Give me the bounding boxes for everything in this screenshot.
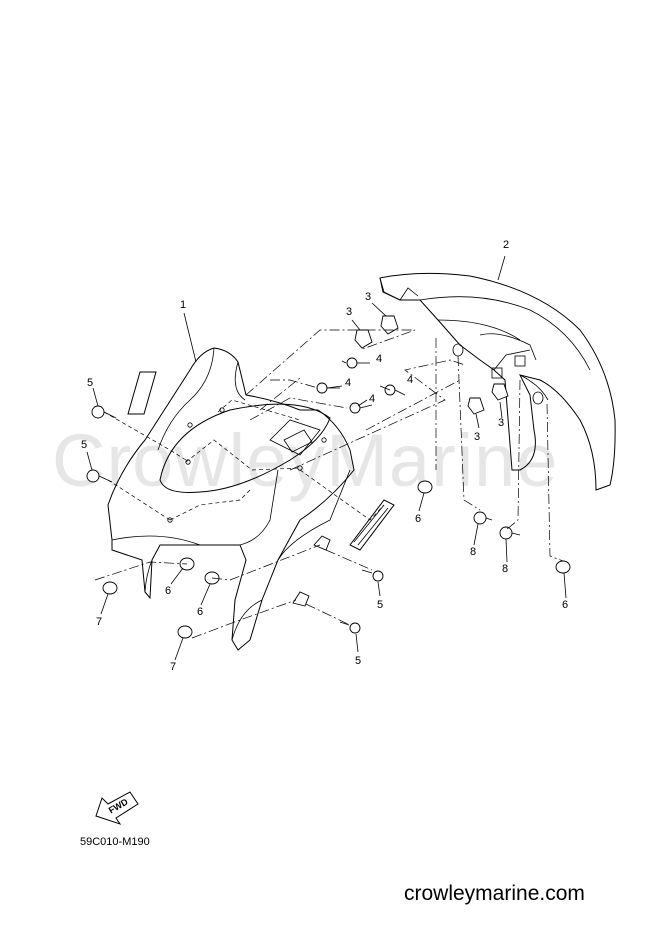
front-cowl-part-1 <box>107 347 355 651</box>
cowl-grommets <box>292 535 331 607</box>
fwd-arrow-icon <box>95 791 139 825</box>
callout-6d: 6 <box>562 599 569 611</box>
callout-8b: 8 <box>502 563 509 575</box>
sticker-strip <box>127 371 157 415</box>
assembly-lines <box>94 329 564 639</box>
grommet-part-7-group <box>102 581 193 639</box>
callout-3a: 3 <box>346 306 353 318</box>
screw-part-4-group <box>316 357 406 414</box>
callout-4d: 4 <box>369 393 376 405</box>
callout-5d: 5 <box>355 655 362 667</box>
callout-5b: 5 <box>81 439 88 451</box>
callout-3d: 3 <box>498 417 505 429</box>
leader-lines <box>86 255 567 661</box>
callout-1: 1 <box>180 299 187 311</box>
callout-5a: 5 <box>87 377 94 389</box>
callout-5c: 5 <box>377 599 384 611</box>
callout-3c: 3 <box>474 431 481 443</box>
website-link[interactable]: crowleymarine.com <box>404 882 585 905</box>
callout-6b: 6 <box>197 606 204 618</box>
callout-2: 2 <box>503 239 510 251</box>
bolt-part-8-group <box>473 511 521 540</box>
callout-8a: 8 <box>470 546 477 558</box>
callout-6a: 6 <box>165 585 172 597</box>
clip-part-3-group <box>354 315 509 415</box>
callout-7a: 7 <box>96 616 103 628</box>
callout-6c: 6 <box>415 513 422 525</box>
emblem-plate <box>349 499 395 551</box>
callout-4a: 4 <box>376 353 383 365</box>
diagram-code: 59C010-M190 <box>80 836 150 848</box>
callout-4c: 4 <box>407 374 414 386</box>
callout-3b: 3 <box>365 291 372 303</box>
rear-fender-part-2 <box>379 272 616 491</box>
watermark-text: CrowleyMarine <box>52 419 559 502</box>
callout-4b: 4 <box>345 377 352 389</box>
callout-7b: 7 <box>170 661 177 673</box>
